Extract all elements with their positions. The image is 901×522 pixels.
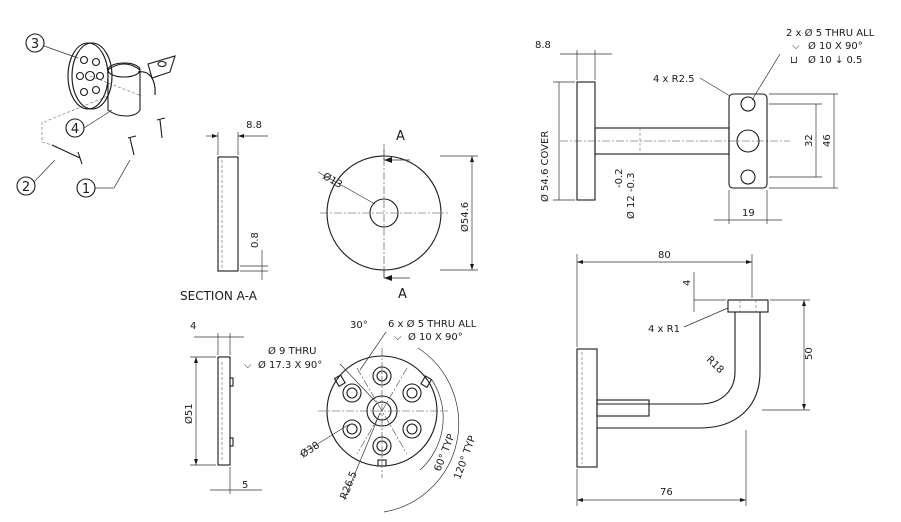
note-top-holes-csk: Ø 10 X 90° [808,40,863,52]
iso-arm-bend [137,71,156,96]
isometric-view: 3 4 2 1 [16,33,176,198]
balloon-3-label: 3 [31,37,39,52]
iso-saddle-hole [157,60,167,68]
plate-front-view: 30° 6 x Ø 5 THRU ALL ⌵ Ø 10 X 90° Ø 9 TH… [244,318,478,513]
note-center-csk: Ø 17.3 X 90° [258,359,322,371]
dim-angle-120: 120° TYP [452,434,478,481]
dim-plate-bottom: 5 [242,480,248,491]
balloon-4-label: 4 [71,122,79,137]
dim-radius-26-5: R26.5 [339,470,360,501]
dim-top-corner-r: 4 x R2.5 [653,74,695,85]
iso-hole [84,70,96,82]
dim-shaft-tol: -0.2 [614,168,625,188]
top-saddle [728,93,768,189]
iso-screw-2 [156,117,166,139]
iso-screw-1 [127,135,137,156]
dim-top-32: 32 [804,134,815,147]
iso-cover-disc [67,42,109,110]
section-profile [217,156,239,272]
side-plate [576,348,598,468]
assembly-top-view: 8.8 Ø 54.6 COVER 4 x R2.5 Ø 12 -0.3 -0.2… [535,27,875,224]
note-center-csk-symbol: ⌵ [244,360,252,371]
dim-pcd-38: Ø38 [298,439,322,460]
dim-plate-thickness: 4 [190,321,196,332]
section-letter-top: A [396,129,405,144]
balloon-2: 2 [16,159,56,196]
iso-saddle [147,55,176,79]
note-hole-pattern: 6 x Ø 5 THRU ALL [388,318,477,330]
dim-angle-30: 30° [350,320,368,331]
balloon-4: 4 [65,109,113,138]
arc-60 [419,379,444,471]
section-a-a-view: 8.8 0.8 SECTION A-A [180,120,268,303]
dim-shaft-dia: Ø 12 -0.3 [625,173,637,219]
plate-hole-pattern [342,366,422,456]
iso-hole [79,55,89,65]
note-top-holes: 2 x Ø 5 THRU ALL [786,27,875,39]
iso-hole [95,71,105,81]
plate-side-view: 4 Ø51 5 [183,321,262,494]
balloon-3: 3 [25,33,79,59]
iso-arm-body [107,63,141,117]
dim-top-cover-thk: 8.8 [535,40,551,51]
iso-arm-end [107,62,141,78]
arc-120 [383,347,460,513]
balloon-1-label: 1 [82,182,90,197]
dim-side-76: 76 [660,487,673,498]
note-center-hole: Ø 9 THRU [268,345,317,357]
cover-front-view: A A Ø13 Ø54.6 [317,129,478,302]
note-hole-csk-symbol: ⌵ [394,332,402,343]
note-top-holes-cb: Ø 10 ↓ 0.5 [808,54,862,66]
dim-top-46: 46 [822,134,833,147]
iso-screw-3 [51,144,83,165]
assembly-side-view: 80 4 4 x R1 R18 50 76 [576,250,815,506]
iso-hole [79,87,89,97]
dim-section-thickness: 8.8 [246,120,262,131]
note-hole-csk: Ø 10 X 90° [408,331,463,343]
iso-hole [91,57,101,67]
iso-hole [91,85,101,95]
dim-section-lip: 0.8 [250,232,261,248]
iso-explode-line [43,95,109,123]
iso-cover-disc-back [71,42,113,110]
iso-explode-line [89,75,143,97]
dim-side-50: 50 [804,347,815,360]
balloon-2-label: 2 [22,180,30,195]
dim-top-19: 19 [742,208,755,219]
dim-side-4: 4 [682,280,693,286]
side-arm [597,311,761,429]
dim-top-cover-dia: Ø 54.6 COVER [539,131,551,202]
iso-explode-line [41,122,53,146]
side-stud [596,399,650,417]
note-top-cb-symbol: ⊔ [790,55,798,66]
note-top-csk-symbol: ⌵ [792,41,800,52]
side-saddle [727,299,769,313]
dim-cover-outer: Ø54.6 [459,202,471,232]
dim-side-80: 80 [658,250,671,261]
section-letter-bottom: A [398,287,407,302]
section-caption: SECTION A-A [180,289,258,303]
balloon-1: 1 [76,159,131,198]
iso-hole [75,71,85,81]
dim-side-bend-r: R18 [704,354,726,376]
dim-plate-dia: Ø51 [183,403,195,424]
dim-side-corner-r: 4 x R1 [648,324,680,335]
plate-side-profile [217,356,231,466]
